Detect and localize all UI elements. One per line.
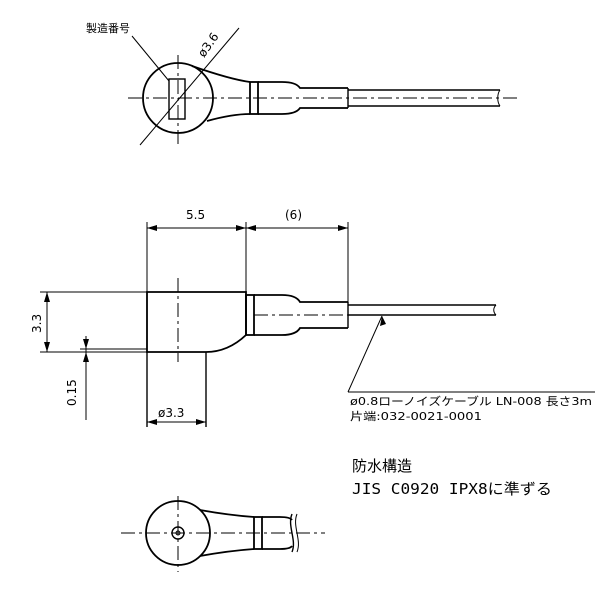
dim-diameter-3-3: ø3.3 (158, 406, 184, 420)
cable-spec-line1: ø0.8ローノイズケーブル LN-008 長さ3m (350, 394, 592, 408)
top-diameter-label: ø3.6 (195, 30, 222, 60)
serial-number-label: 製造番号 (86, 21, 130, 35)
dim-height-3-3: 3.3 (30, 314, 44, 333)
dim-cable-ref-6: (6) (285, 208, 302, 222)
waterproof-note: 防水構造 (352, 457, 412, 475)
ipx8-note: JIS C0920 IPX8に準ずる (352, 480, 552, 498)
side-view: 5.5 (6) 3.3 0.15 ø3.3 (30, 208, 595, 427)
dim-offset-0-15: 0.15 (65, 379, 79, 406)
cable-spec-line2: 片端:032-0021-0001 (350, 410, 482, 423)
top-view: 製造番号 ø3.6 (86, 21, 520, 146)
bottom-view (121, 496, 325, 572)
dim-length-5-5: 5.5 (186, 208, 205, 222)
